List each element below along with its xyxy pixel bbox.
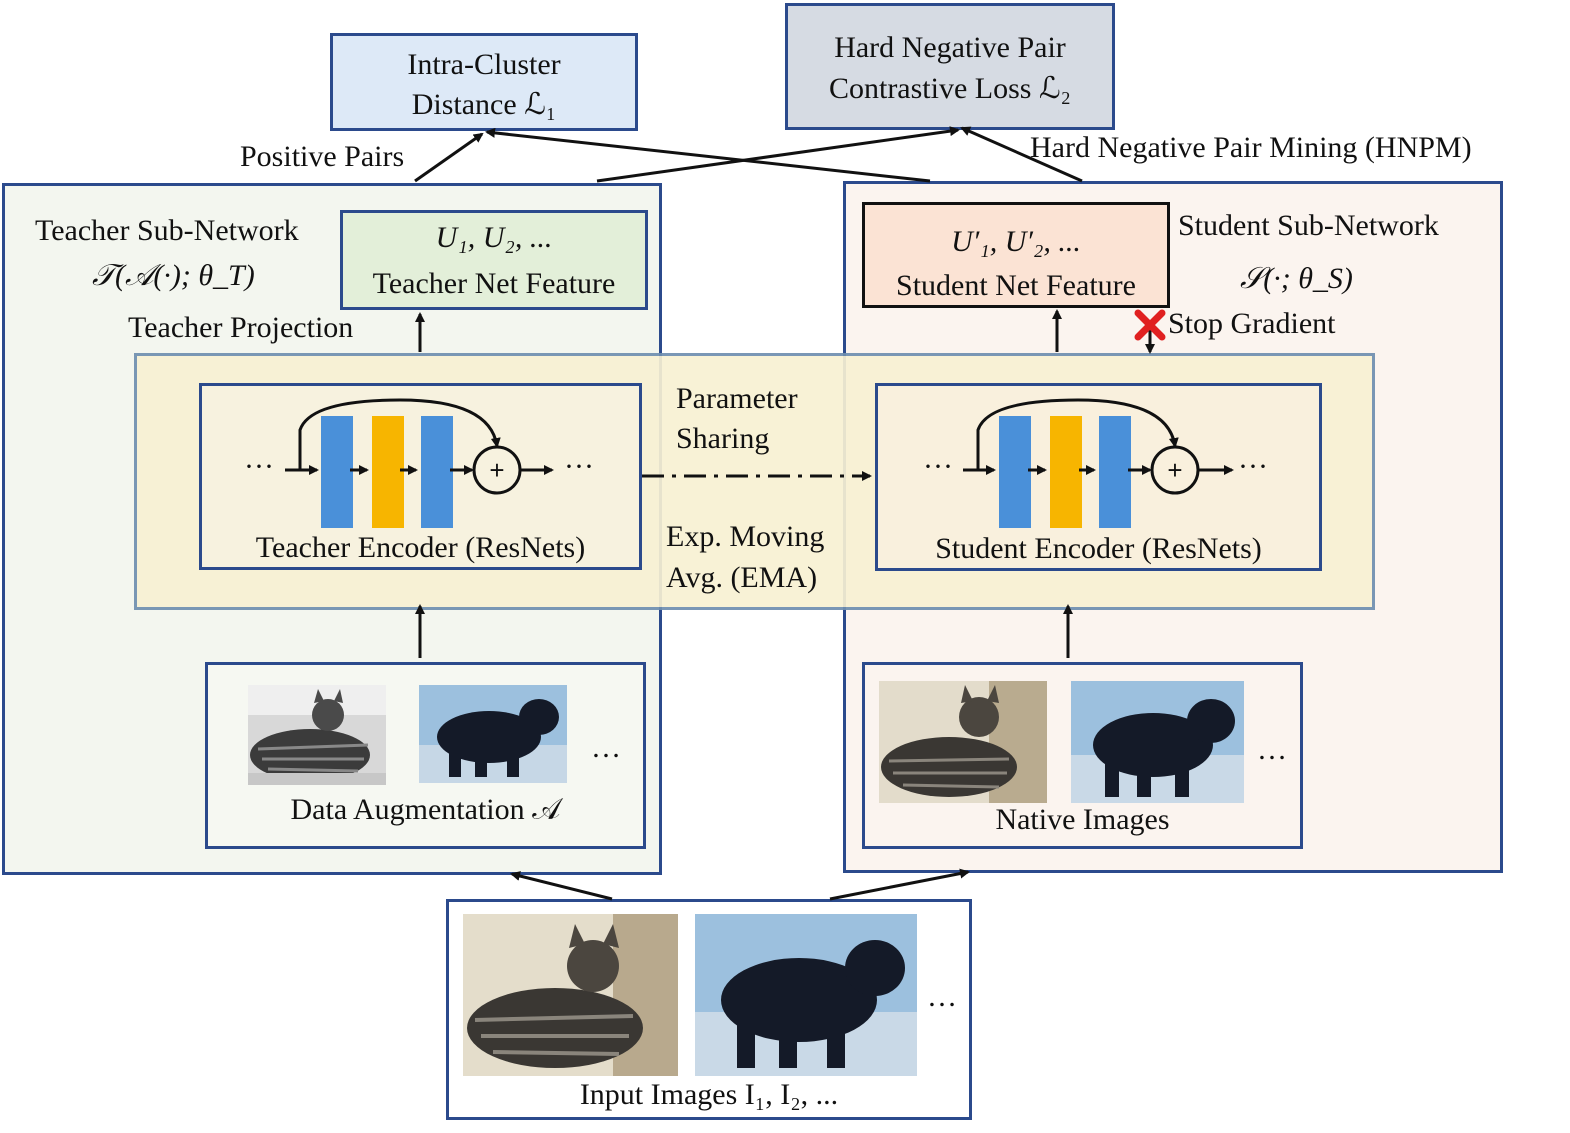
student-sum-plus: + [1167, 455, 1182, 485]
data-augmentation-box: … Data Augmentation 𝒜 [205, 662, 646, 849]
native-cat-image [879, 681, 1047, 803]
l1-line1: Intra-Cluster [407, 48, 561, 81]
student-encoder-ellipsis-left: ··· [923, 450, 953, 483]
resnet-layer-blue [1099, 416, 1131, 528]
input-ellipsis: … [927, 980, 957, 1013]
teacher-projection-label: Teacher Projection [128, 311, 354, 344]
native-ellipsis: … [1257, 733, 1287, 766]
teacher-feature-box: U₁, U₂, ... Teacher Net Feature [340, 210, 648, 310]
input-images-box: … Input Images I₁, I₂, ... [446, 899, 972, 1120]
augmented-cat-image [248, 685, 386, 785]
student-subnet-title: Student Sub-Network [1178, 209, 1439, 242]
param-sharing-line1: Parameter [676, 382, 798, 415]
contrastive-loss-box: Hard Negative Pair Contrastive Loss ℒ₂ [785, 3, 1115, 130]
teacher-subnet-formula: 𝒯(𝒜(·); θ_T) [92, 259, 255, 292]
teacher-encoder-ellipsis-left: ··· [244, 450, 274, 483]
data-augmentation-label: Data Augmentation 𝒜 [290, 793, 561, 826]
resnet-layer-yellow [1050, 416, 1082, 528]
resnet-layer-blue [421, 416, 453, 528]
resnet-layer-blue [321, 416, 353, 528]
native-dog-image [1071, 681, 1244, 803]
native-images-box: … Native Images [862, 662, 1303, 849]
teacher-encoder-box: Teacher Encoder (ResNets) ··· ··· [199, 383, 642, 570]
input-cat-image [463, 914, 678, 1076]
l2-line1: Hard Negative Pair [834, 31, 1066, 64]
student-feature-box: U′₁, U′₂, ... Student Net Feature [862, 202, 1170, 308]
teacher-encoder-ellipsis-right: ··· [564, 450, 594, 483]
student-encoder-ellipsis-right: ··· [1238, 450, 1268, 483]
input-images-label: Input Images I₁, I₂, ... [579, 1078, 839, 1111]
teacher-encoder-label: Teacher Encoder (ResNets) [255, 531, 586, 564]
positive-pairs-label: Positive Pairs [240, 140, 405, 173]
intra-cluster-loss-box: Intra-Cluster Distance ℒ₁ [330, 33, 638, 131]
teacher-feature-label: Teacher Net Feature [372, 267, 616, 300]
stop-gradient-icon [1134, 309, 1166, 341]
student-encoder-label: Student Encoder (ResNets) [935, 532, 1262, 565]
input-dog-image [695, 914, 917, 1076]
param-sharing-line2: Sharing [676, 422, 770, 455]
l1-line2: Distance ℒ₁ [411, 88, 557, 121]
ema-line1: Exp. Moving [666, 520, 825, 553]
augmented-dog-image [419, 685, 567, 783]
resnet-layer-blue [999, 416, 1031, 528]
hnpm-label: Hard Negative Pair Mining (HNPM) [1030, 131, 1472, 164]
augmentation-ellipsis: … [591, 731, 621, 764]
teacher-subnet-title: Teacher Sub-Network [35, 214, 299, 247]
native-images-label: Native Images [995, 803, 1170, 836]
l2-line2: Contrastive Loss ℒ₂ [828, 72, 1072, 105]
resnet-layer-yellow [372, 416, 404, 528]
ema-line2: Avg. (EMA) [666, 561, 818, 594]
stop-gradient-label: Stop Gradient [1168, 307, 1336, 340]
student-subnet-formula: 𝒮(·; θ_S) [1240, 262, 1353, 295]
teacher-sum-plus: + [489, 455, 504, 485]
student-feature-label: Student Net Feature [896, 269, 1136, 302]
student-encoder-box: Student Encoder (ResNets) ··· ··· [875, 383, 1322, 571]
student-feature-symbols: U′₁, U′₂, ... [951, 225, 1081, 258]
teacher-feature-symbols: U₁, U₂, ... [435, 221, 553, 254]
